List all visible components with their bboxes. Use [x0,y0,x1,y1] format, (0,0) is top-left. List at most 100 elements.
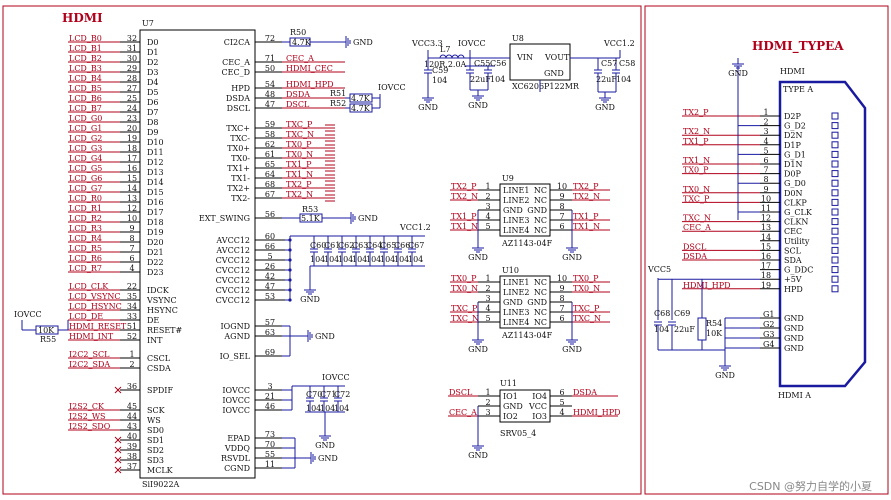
u7-ctrl-name-3: DE [147,316,159,325]
hdmi-contact-2 [831,131,839,139]
u7-io-num-1: 21 [265,392,275,401]
u9-ref: U9 [502,174,514,183]
u7-bus-num-5: 43 [127,422,137,431]
u9-rname-2: GND [527,206,547,215]
u7-nc-b-7 [114,446,122,454]
u8-part: XC6206P122MR [512,82,580,91]
hdmi-num-16: 17 [761,262,771,271]
decap12-val-7: 104 [408,255,423,264]
l7-ref: L7 [440,45,450,54]
u7-ctrl-name-4: RESET# [147,326,183,335]
u7-ctrl-1-net: LCD_VSYNC [69,292,121,301]
u7-tx-num-2: 62 [265,140,275,149]
u7-left-21-net: LCD_R5 [69,244,102,253]
u7-left-name-11: D11 [147,148,164,157]
u7-bus-num-8: 38 [127,452,137,461]
u9-rnum-2: 8 [559,202,564,211]
u7-left-name-6: D6 [147,98,159,107]
hdmi-net-2-net: TX2_N [683,127,710,136]
c69-ref: C69 [674,309,690,318]
u10-lname-2: GND [503,298,523,307]
u7-left-20-net: LCD_R4 [69,234,102,243]
r50-value: 4.7K [292,38,312,47]
u7-ctrl-num-2: 34 [127,302,137,311]
c58-ref: C58 [619,59,635,68]
u7-bot-name-2: RSVDL [221,454,251,463]
r50-gnd-label: GND [353,38,373,47]
hdmi-num-9: 10 [761,194,771,203]
io-rail-label: IOVCC [322,373,350,382]
u7-left-name-23: D23 [147,268,164,277]
u9-lname-0: LINE1 [503,186,529,195]
u7-rt-num-2: 50 [265,64,275,73]
u10-rnum-0: 10 [557,274,567,283]
u7-bot-num-0: 73 [265,430,275,439]
decap12-ref-3: C63 [352,241,368,250]
u7-left-11-net: LCD_G3 [69,144,102,153]
u7-tx-name-6: TX2+ [227,184,250,193]
u7-left-num-17: 12 [127,204,137,213]
u8-out-rail: VCC1.2 [603,39,635,48]
hdmi-ref: HDMI [780,67,805,76]
u7-gnd-sym-label: GND [315,332,335,341]
u8-in-rail: VCC3.3 [411,39,443,48]
u7-left-num-10: 19 [127,134,137,143]
u7-rt-4-net: DSDA [286,90,310,99]
u7-tx-num-4: 65 [265,160,275,169]
u7-bus-num-1: 2 [129,360,134,369]
hdmi-gnd-top-label: GND [728,69,748,78]
hdmi-num-5: 6 [763,156,768,165]
hdmi-net-15-net: DSDA [683,252,707,261]
u7-rt-num-0: 72 [265,34,275,43]
u7-left-name-18: D18 [147,218,164,227]
hdmi-name-13: Utility [784,237,810,246]
c68-val: 104 [654,325,669,334]
hdmi-contact-8 [831,189,839,197]
hdmi-contact-9 [831,198,839,206]
u7-rt-name-3: HPD [231,84,250,93]
u7-left-num-22: 6 [129,254,134,263]
u7-left-num-13: 16 [127,164,137,173]
u8-gnd2-label: GND [468,101,488,110]
u10-rnum-2: 8 [559,294,564,303]
u7-left-num-23: 4 [129,264,134,273]
hdmi-num-18: 19 [761,281,771,290]
u10-rnet-0-net: TX0_P [573,274,599,283]
c57-val: 22uF [596,75,617,84]
u7-tx-num-7: 67 [265,190,275,199]
ext-swing-name: EXT_SWING [199,214,250,223]
u7-left-name-8: D8 [147,118,159,127]
hdmi-name-11: CLKN [784,218,808,227]
hdmi-contact-12 [831,227,839,235]
u7-pwr-num-5: 47 [265,282,275,291]
u7-left-num-19: 9 [129,224,134,233]
hdmi-type: TYPE A [783,85,813,94]
u11-lname-1: GND [503,402,523,411]
u10-rname-2: GND [527,298,547,307]
u9-lnum-1: 2 [485,192,490,201]
u7-left-2-net: LCD_B2 [69,54,102,63]
u7-left-num-1: 31 [127,44,137,53]
hdmi-contact-11 [831,218,839,226]
u7-left-num-16: 13 [127,194,137,203]
u7-tx-name-5: TX1- [231,174,250,183]
hdmi-name-0: D2P [784,112,802,121]
hdmi-num-6: 7 [763,166,768,175]
decap12-ref-0: C60 [310,241,326,250]
u7-bus-num-4: 44 [127,412,137,421]
u7-bus-5-net: I2S2_SDO [69,422,111,431]
u7-left-name-1: D1 [147,48,159,57]
u7-bus-name-0: CSCL [147,354,171,363]
decap12-val-6: 104 [394,255,409,264]
u7-bus-num-7: 39 [127,442,137,451]
right-title: HDMI_TYPEA [752,39,844,54]
hdmi-name-17: +5V [784,275,802,284]
u7-pwr-num-4: 42 [265,272,275,281]
hdmi-num-14: 15 [761,242,771,251]
u9-lnum-2: 3 [485,202,490,211]
u7-rt-num-5: 47 [265,100,275,109]
decap12-val-3: 104 [352,255,367,264]
u7-pwr-num-3: 26 [265,262,275,271]
u10-rnum-1: 9 [559,284,564,293]
r52-value: 4.7K [351,104,371,113]
